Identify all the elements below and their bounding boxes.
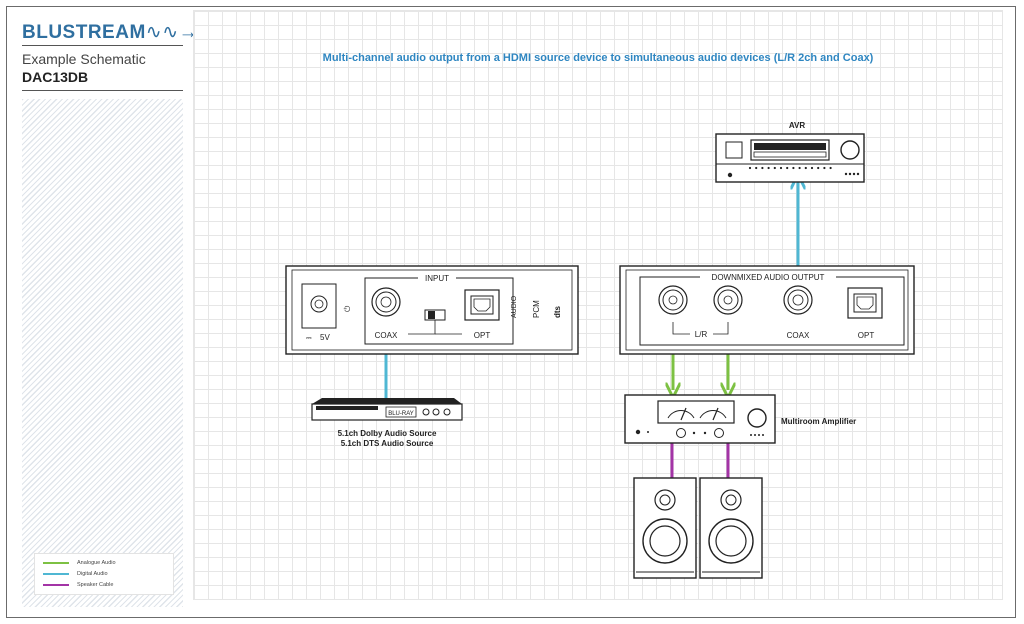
- amplifier-label: Multiroom Amplifier: [781, 417, 856, 426]
- legend-digital: Digital Audio: [43, 569, 108, 578]
- sidebar: BLUSTREAM∿∿→ Example Schematic DAC13DB A…: [7, 7, 198, 617]
- avr-button-dot: [823, 166, 826, 170]
- speaker-left: [633, 477, 697, 579]
- avr-label: AVR: [789, 121, 806, 130]
- avr-button-dot: [804, 166, 807, 170]
- hatched-panel: [22, 99, 183, 607]
- input-opt-label: OPT: [474, 331, 491, 340]
- avr-button-dot: [761, 166, 764, 170]
- indicator-audio: AUDIO: [511, 295, 518, 318]
- source-label-dts: 5.1ch DTS Audio Source: [341, 439, 434, 448]
- legend-analogue: Analogue Audio: [43, 558, 116, 567]
- bluray-source-device: BLU-RAY: [311, 398, 463, 421]
- avr-button-dot: [817, 166, 820, 170]
- output-lr-label: L/R: [695, 330, 708, 339]
- diagram-title: Multi-channel audio output from a HDMI s…: [322, 52, 874, 64]
- indicator-dts: dts: [553, 305, 562, 318]
- speaker-right: [699, 477, 763, 579]
- document-type: Example Schematic: [22, 51, 146, 67]
- svg-text:⏻: ⏻: [343, 305, 352, 312]
- source-device-text: BLU-RAY: [388, 411, 414, 417]
- indicator-pcm: PCM: [532, 300, 541, 318]
- avr-button-dot: [786, 166, 789, 170]
- avr-button-dot: [755, 166, 758, 170]
- avr-button-dot: [773, 166, 776, 170]
- dac-input-unit: 5V ⎓ ⏻ INPUT COAX OPT AUDIO PCM dts: [285, 265, 579, 355]
- source-label-dolby: 5.1ch Dolby Audio Source: [338, 429, 437, 438]
- input-section-label: INPUT: [425, 274, 449, 283]
- sidebar-divider: [22, 90, 183, 91]
- multiroom-amplifier: [624, 394, 776, 444]
- output-coax-label: COAX: [787, 331, 810, 340]
- output-opt-label: OPT: [858, 331, 875, 340]
- avr-button-dot: [748, 166, 752, 170]
- brand-logo: BLUSTREAM∿∿→: [22, 22, 199, 43]
- avr-button-dot: [798, 166, 801, 170]
- avr-button-dot: [829, 166, 832, 170]
- avr-button-dot: [767, 166, 770, 170]
- sidebar-divider: [22, 45, 183, 46]
- avr-device: [715, 133, 865, 183]
- svg-text:⎓: ⎓: [306, 335, 312, 342]
- model-number: DAC13DB: [22, 69, 89, 85]
- legend-speaker: Speaker Cable: [43, 580, 113, 589]
- dac-output-unit: DOWNMIXED AUDIO OUTPUT L/R COAX OPT: [619, 265, 915, 355]
- cable-legend: Analogue Audio Digital Audio Speaker Cab…: [34, 553, 174, 595]
- output-section-label: DOWNMIXED AUDIO OUTPUT: [712, 273, 825, 282]
- avr-button-dot: [779, 166, 783, 170]
- avr-button-dot: [792, 166, 795, 170]
- power-label: 5V: [320, 333, 330, 342]
- input-coax-label: COAX: [375, 331, 398, 340]
- avr-button-dot: [810, 166, 814, 170]
